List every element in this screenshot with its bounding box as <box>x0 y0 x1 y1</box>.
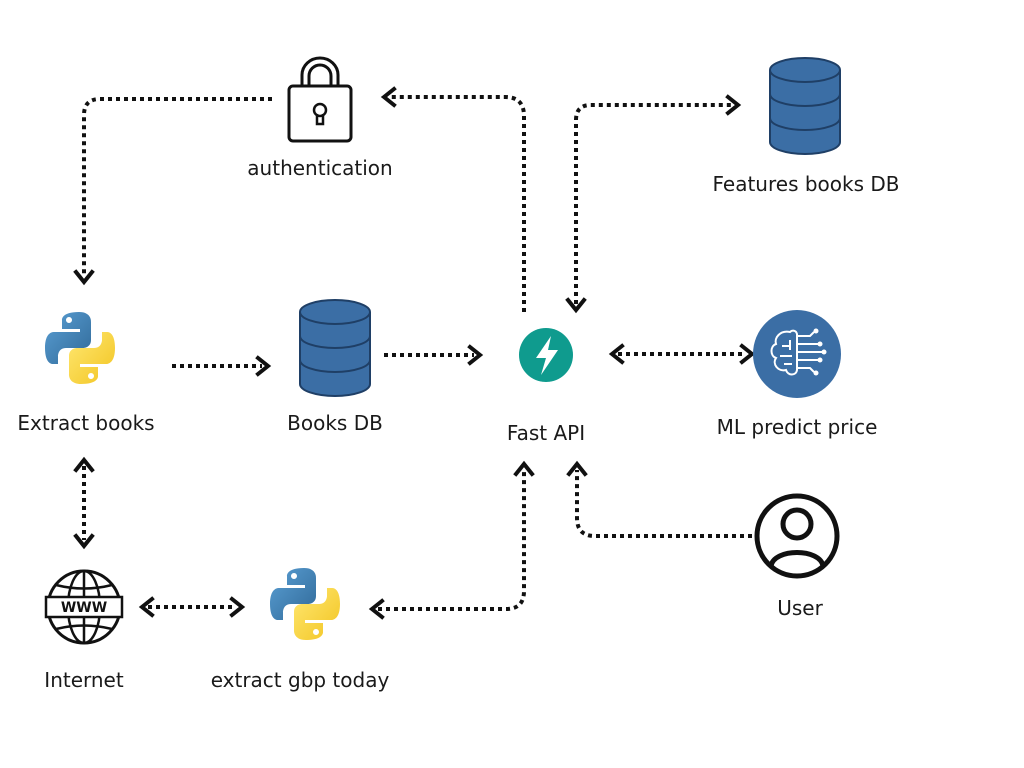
svg-text:WWW: WWW <box>61 600 107 616</box>
arrowhead <box>608 343 625 365</box>
features-books-db-icon <box>769 57 841 155</box>
arrowhead <box>566 460 588 477</box>
features-books-db-label: Features books DB <box>712 172 900 196</box>
user-label: User <box>777 596 823 620</box>
arrowhead <box>380 86 397 108</box>
arrowhead <box>138 596 155 618</box>
extract-books-label: Extract books <box>17 411 155 435</box>
arrowhead <box>467 344 484 366</box>
edge-fastapi-to-features-db <box>574 103 732 304</box>
fastapi-icon <box>519 328 573 382</box>
arrowhead <box>368 598 385 620</box>
brain-circuit-icon <box>753 310 841 398</box>
arrowhead <box>255 355 272 377</box>
arrowhead <box>725 94 742 116</box>
books-db-icon <box>299 299 371 397</box>
connectors <box>82 95 752 611</box>
authentication-label: authentication <box>247 156 393 180</box>
ml-predict-price-label: ML predict price <box>716 415 878 439</box>
python-icon <box>270 568 340 640</box>
fast-api-label: Fast API <box>506 421 586 445</box>
extract-gbp-today-label: extract gbp today <box>210 668 390 692</box>
user-icon <box>754 493 840 579</box>
arrowheads <box>73 86 756 620</box>
arrowhead <box>73 456 95 473</box>
arrowhead <box>73 269 95 286</box>
arrowhead <box>565 297 587 314</box>
python-icon <box>45 312 115 384</box>
edge-authentication-to-extract-books <box>82 97 272 276</box>
arrowhead <box>73 533 95 550</box>
lock-icon <box>287 56 353 143</box>
arrowhead <box>229 596 246 618</box>
arrowhead <box>739 343 756 365</box>
internet-label: Internet <box>44 668 124 692</box>
edge-user-to-fastapi <box>575 470 752 538</box>
arrowhead <box>513 460 535 477</box>
edge-extract-gbp-to-fastapi <box>378 470 526 611</box>
globe-www-icon: WWW <box>44 569 124 645</box>
edge-fastapi-to-authentication <box>390 95 526 312</box>
books-db-label: Books DB <box>287 411 383 435</box>
